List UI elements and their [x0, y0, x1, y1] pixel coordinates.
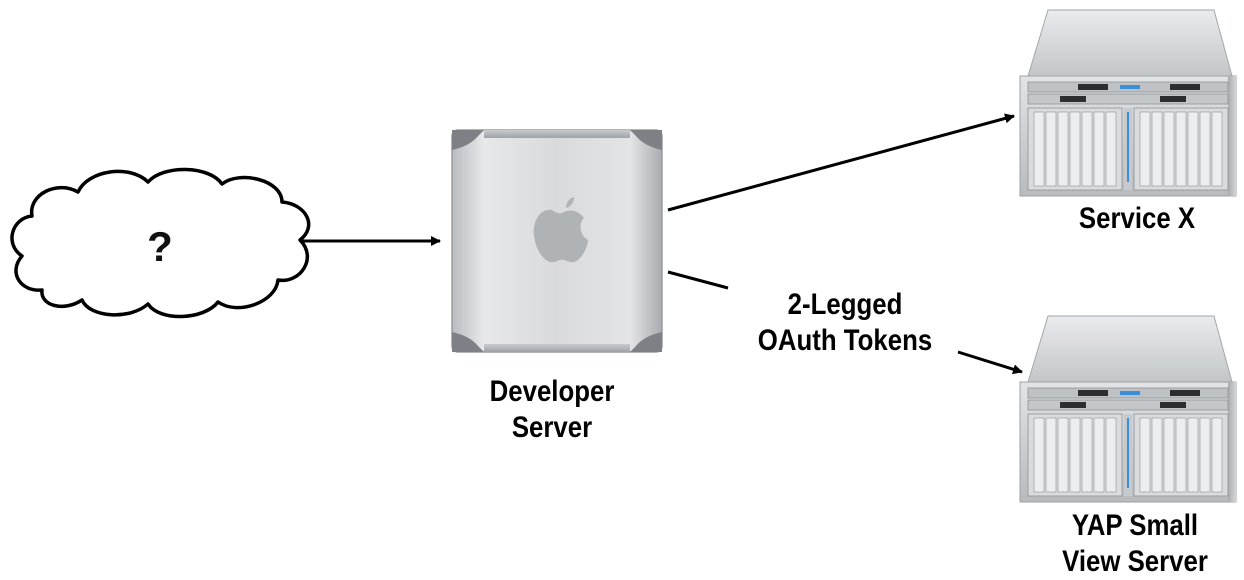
yap-server-label-line1: YAP Small	[1071, 509, 1199, 542]
service-x-server-icon	[1019, 9, 1237, 197]
oauth-edge-label: 2-Legged OAuth Tokens	[738, 287, 953, 359]
developer-server-label: Developer Server	[475, 374, 630, 446]
yap-server-label-line2: View Server	[1062, 545, 1208, 578]
developer-server-label-line1: Developer	[489, 375, 615, 408]
service-x-label: Service X	[1064, 201, 1210, 237]
service-x-label-text: Service X	[1078, 202, 1196, 235]
oauth-edge-label-line2: OAuth Tokens	[757, 324, 933, 357]
cloud-icon	[10, 167, 311, 319]
arrow-developer-to-service-x	[667, 113, 1015, 212]
oauth-edge-label-line1: 2-Legged	[787, 288, 903, 321]
yap-server-icon	[1019, 315, 1237, 503]
yap-server-label: YAP Small View Server	[1045, 508, 1226, 580]
arrow-oauth-to-yap	[957, 350, 1023, 375]
developer-server-label-line2: Server	[511, 411, 593, 444]
connector-developer-to-oauth	[667, 270, 729, 290]
cloud-question-mark: ?	[147, 223, 173, 270]
developer-server-icon	[451, 129, 663, 353]
